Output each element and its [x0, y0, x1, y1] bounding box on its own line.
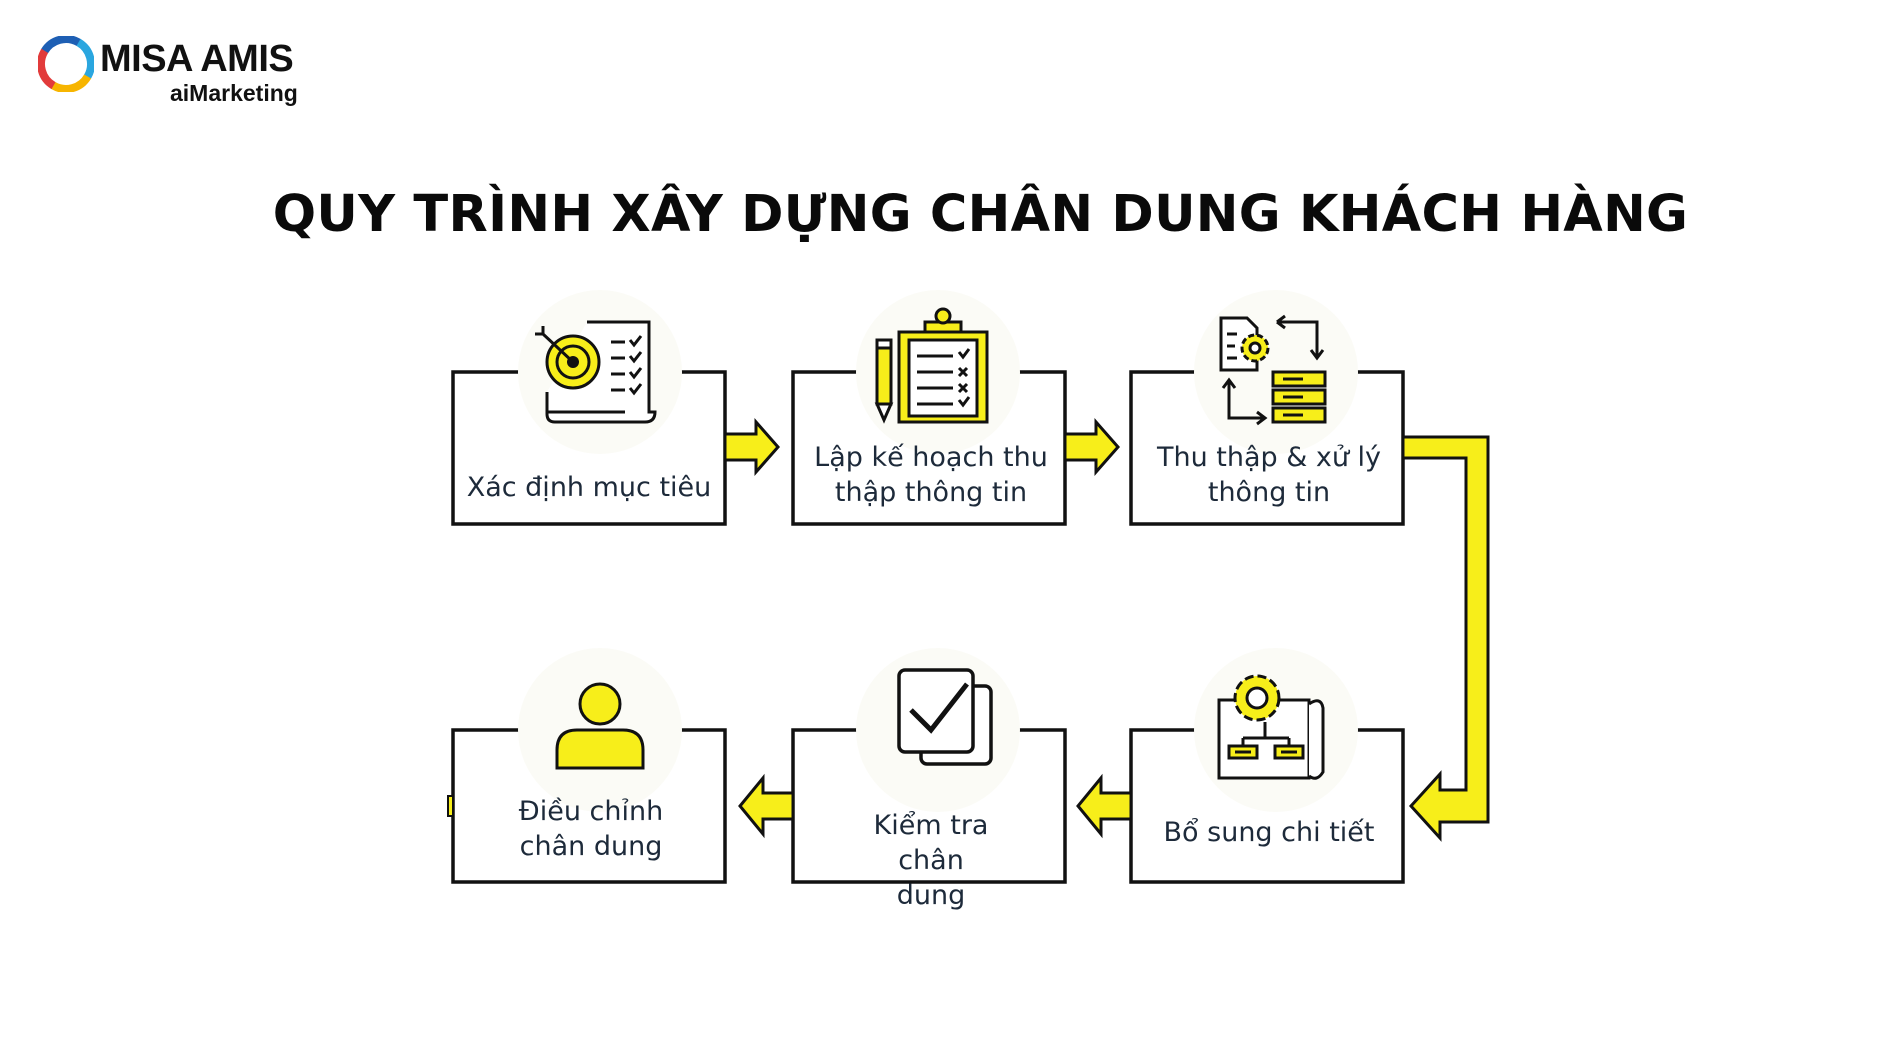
target-checklist-icon	[515, 300, 685, 470]
step-6-label: Điều chỉnh chân dung	[518, 796, 664, 862]
step-1-label: Xác định mục tiêu	[466, 472, 712, 503]
step-6-box	[451, 728, 727, 884]
step-1-box	[451, 370, 727, 526]
arrow-right-2-3	[1063, 418, 1120, 476]
brand-logo: MISA AMIS aiMarketing	[38, 36, 318, 116]
step-2-label: Lập kế hoạch thu thập thông tin	[814, 442, 1048, 508]
clipboard-pencil-icon	[855, 300, 1025, 470]
brand-tagline: aiMarketing	[170, 80, 298, 106]
brand-name: MISA AMIS	[100, 38, 294, 80]
page-title: QUY TRÌNH XÂY DỰNG CHÂN DUNG KHÁCH HÀNG	[272, 185, 1689, 244]
arrow-left-4-5	[1076, 773, 1133, 839]
box-frames	[451, 370, 1405, 884]
step-3-box	[1129, 370, 1405, 526]
arrow-left-5-6	[738, 773, 795, 839]
step-5-label: Kiểm tra chân dung	[873, 810, 989, 911]
person-icon	[515, 660, 685, 830]
step-2-box	[791, 370, 1067, 526]
step-4-box	[1129, 728, 1405, 884]
checkbox-icon	[855, 660, 1025, 830]
arrow-stub	[447, 795, 454, 817]
blueprint-gear-icon	[1193, 660, 1363, 830]
arrow-right-1-2	[723, 418, 780, 476]
data-processing-icon	[1193, 300, 1363, 470]
step-4-label: Bổ sung chi tiết	[1163, 817, 1375, 848]
step-5-box	[791, 728, 1067, 884]
logo-mark-icon	[38, 36, 94, 92]
connector-3-4	[1401, 435, 1490, 842]
step-3-label: Thu thập & xử lý thông tin	[1156, 442, 1382, 508]
